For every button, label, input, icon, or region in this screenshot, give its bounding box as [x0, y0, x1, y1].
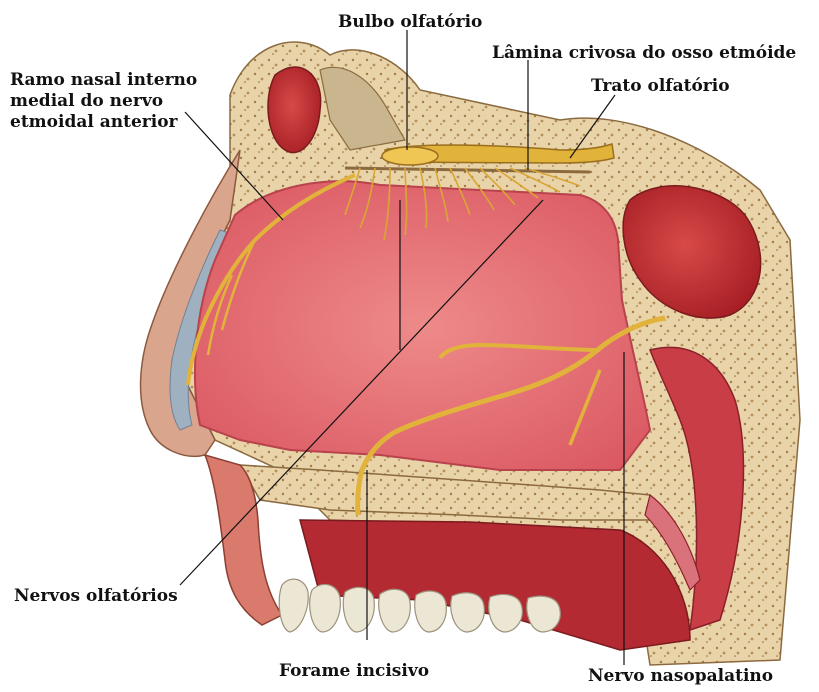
nasal-mucosa [195, 181, 650, 470]
label-lamina-crivosa: Lâmina crivosa do osso etmóide [492, 43, 796, 64]
label-bulbo-olfatorio: Bulbo olfatório [338, 12, 482, 33]
label-nervo-nasopalatino: Nervo nasopalatino [588, 666, 773, 687]
label-trato-olfatorio: Trato olfatório [591, 76, 730, 97]
label-forame-incisivo: Forame incisivo [279, 661, 429, 682]
label-ramo-nasal-line3: etmoidal anterior [10, 112, 197, 133]
label-nervos-olfatorios: Nervos olfatórios [14, 586, 178, 607]
label-ramo-nasal-line1: Ramo nasal interno [10, 70, 197, 91]
label-ramo-nasal-line2: medial do nervo [10, 91, 197, 112]
label-ramo-nasal: Ramo nasal interno medial do nervo etmoi… [10, 70, 197, 133]
olfactory-bulb [382, 147, 438, 165]
